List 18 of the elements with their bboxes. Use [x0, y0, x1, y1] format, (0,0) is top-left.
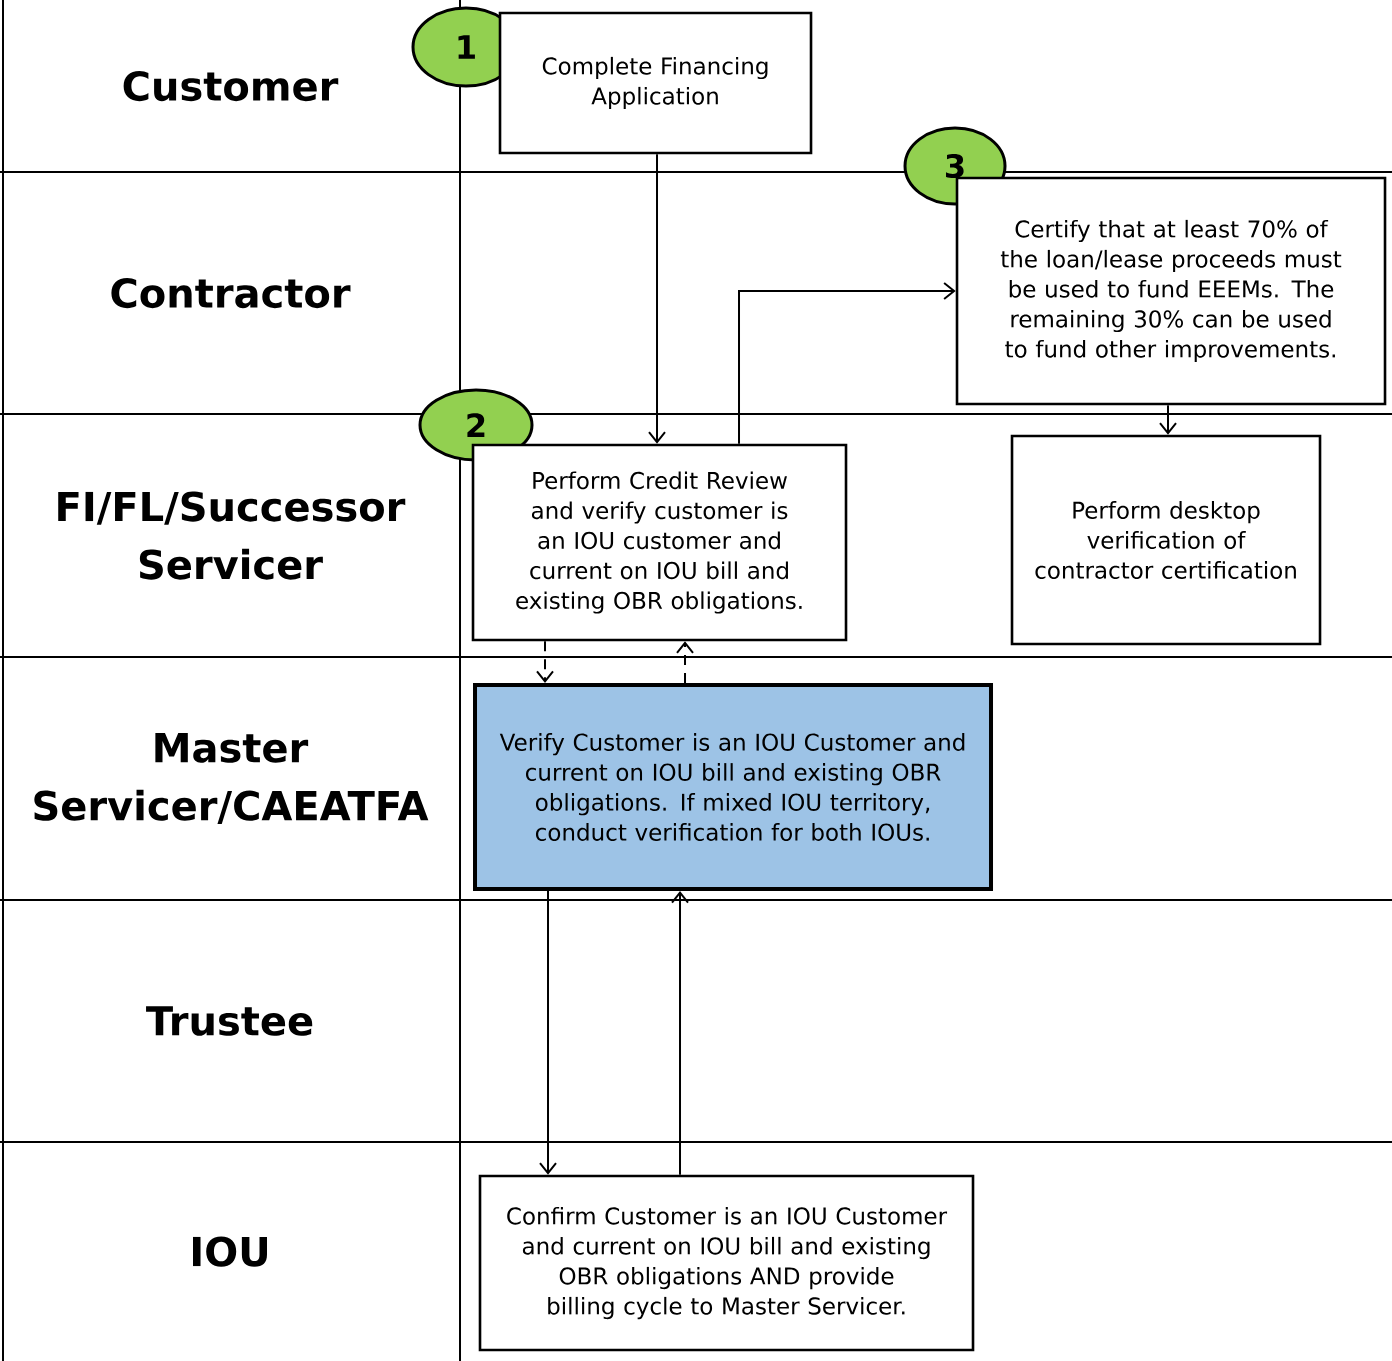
arrow	[676, 641, 694, 684]
arrow	[536, 640, 554, 683]
arrow	[738, 282, 956, 445]
lane-label: FI/FL/Successor Servicer	[58, 491, 406, 580]
process-box: Perform desktop verification of contractor certification	[1010, 434, 1322, 646]
process-box: Confirm Customer is an IOU Customer and current on IOU bill and existing OBR obligations AND provide billing cycle to Master Servicer.	[478, 1174, 975, 1352]
lane-label: Trustee	[146, 1006, 313, 1036]
arrow	[671, 891, 689, 1176]
arrow	[1159, 404, 1177, 435]
lane-label: Master Servicer/CAEATFA	[34, 733, 429, 824]
process-box: Perform Credit Review and verify customer is an IOU customer and current on IOU bill and existing OBR obligations.	[471, 443, 848, 642]
process-box: Verify Customer is an IOU Customer and current on IOU bill and existing OBR obligations. If mixed IOU territory, conduct verification for both IOUs.	[473, 683, 993, 891]
lane-label: Customer	[123, 70, 339, 102]
lane-label: Contractor	[111, 277, 351, 309]
arrow	[539, 890, 557, 1175]
process-box: Complete Financing Application	[498, 11, 813, 155]
lane-label: IOU	[193, 1236, 267, 1267]
arrow	[648, 153, 666, 444]
